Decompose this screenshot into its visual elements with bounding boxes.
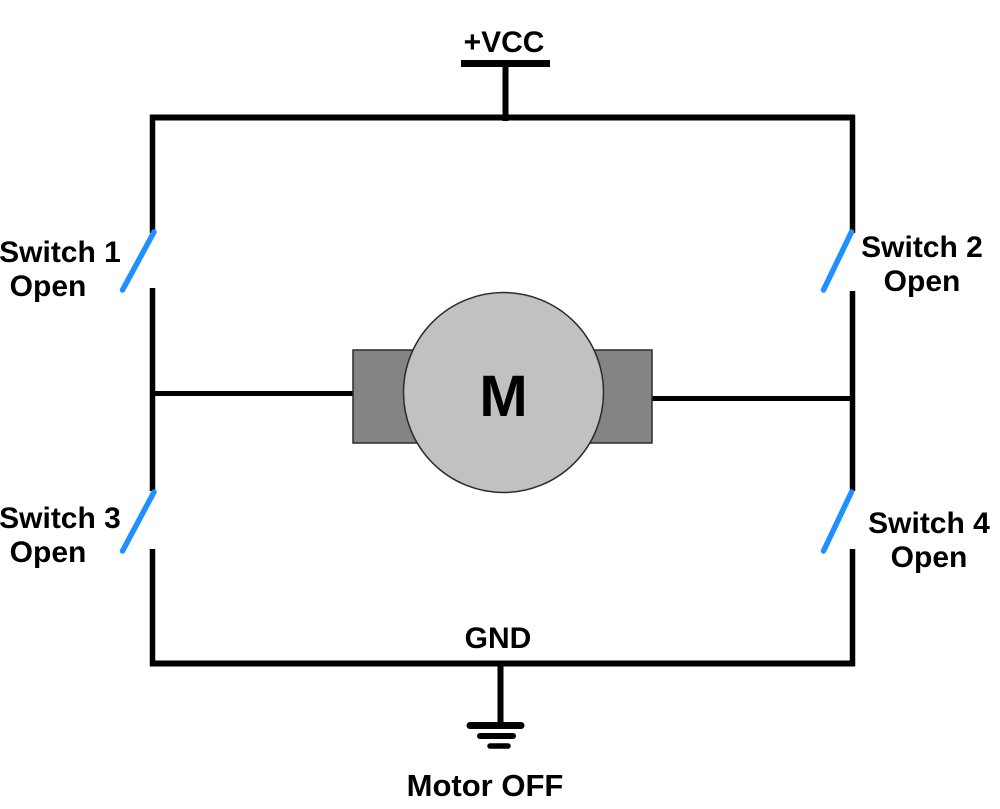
switch1-state: Open — [9, 270, 87, 303]
switch2-state: Open — [883, 265, 961, 298]
switch2-blade — [820, 229, 855, 293]
switch2-name: Switch 2 — [861, 231, 983, 264]
switch1-name: Switch 1 — [0, 236, 121, 269]
switch4-name: Switch 4 — [868, 507, 990, 540]
vcc-symbol — [461, 60, 550, 121]
switch4-state: Open — [890, 541, 968, 574]
switch1-blade — [119, 229, 157, 293]
switch2-label: Switch 2 Open — [857, 231, 987, 299]
switch3-blade — [119, 489, 157, 554]
motor-body-circle — [402, 291, 605, 494]
vcc-label: +VCC — [463, 26, 545, 59]
ground-symbol — [466, 661, 525, 749]
gnd-label: GND — [464, 622, 532, 655]
switch4-label: Switch 4 Open — [864, 507, 994, 575]
switch3-state: Open — [9, 536, 87, 569]
motor-letter: M — [479, 364, 528, 429]
motor-status-label: Motor OFF — [406, 768, 564, 803]
switch3-name: Switch 3 — [0, 502, 121, 535]
switch1-label: Switch 1 Open — [0, 236, 125, 304]
motor-symbol — [352, 291, 653, 494]
switch3-label: Switch 3 Open — [0, 502, 125, 570]
switch4-blade — [820, 489, 855, 554]
